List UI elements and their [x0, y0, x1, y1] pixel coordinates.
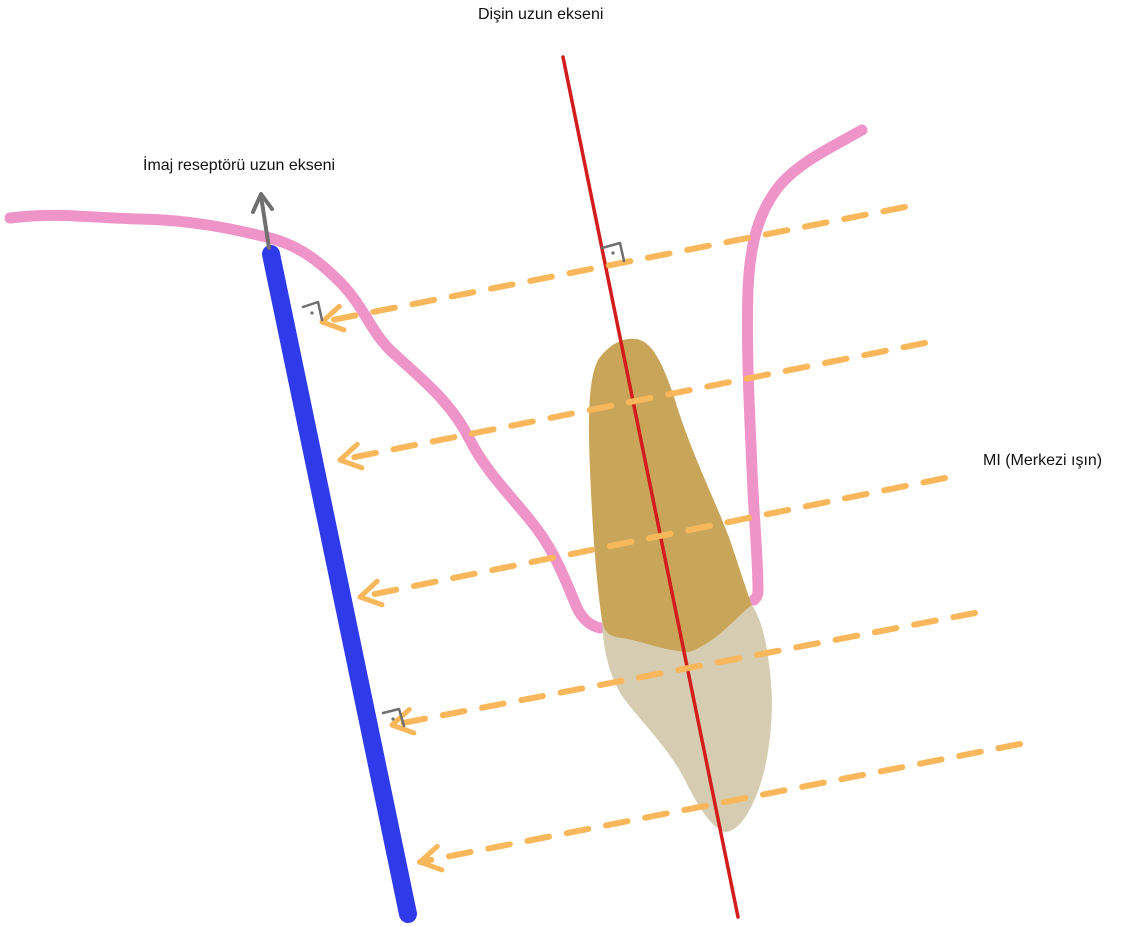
tooth-root: [588, 338, 752, 652]
image-receptor: [262, 245, 417, 923]
arrowhead-left-icon: [337, 441, 365, 471]
receptor-long-axis-label: İmaj reseptörü uzun ekseni: [143, 157, 336, 174]
tooth-long-axis-line: [561, 55, 740, 919]
receptor-axis-arrow-icon: [251, 192, 274, 250]
xray-beam-line: [389, 610, 978, 728]
arrowhead-left-icon: [417, 843, 445, 873]
right-angle-icon: [381, 707, 406, 728]
arrowhead-left-icon: [319, 303, 347, 333]
right-angle-marks: [301, 241, 626, 728]
arrowhead-left-icon: [389, 706, 417, 736]
gingiva-left-outline: [4, 209, 606, 634]
xray-beam-line: [319, 204, 908, 325]
right-angle-icon: [600, 241, 626, 263]
tooth-long-axis-label: Dişin uzun ekseni: [478, 6, 604, 23]
xray-beam-line: [357, 475, 948, 600]
arrowhead-left-icon: [357, 578, 385, 608]
xray-beam-line: [337, 340, 928, 463]
central-ray-label: MI (Merkezi ışın): [983, 452, 1103, 469]
xray-beams: [319, 204, 1023, 873]
right-angle-icon: [301, 300, 324, 322]
gingiva-right-outline: [741, 124, 868, 606]
xray-beam-line: [417, 741, 1023, 865]
